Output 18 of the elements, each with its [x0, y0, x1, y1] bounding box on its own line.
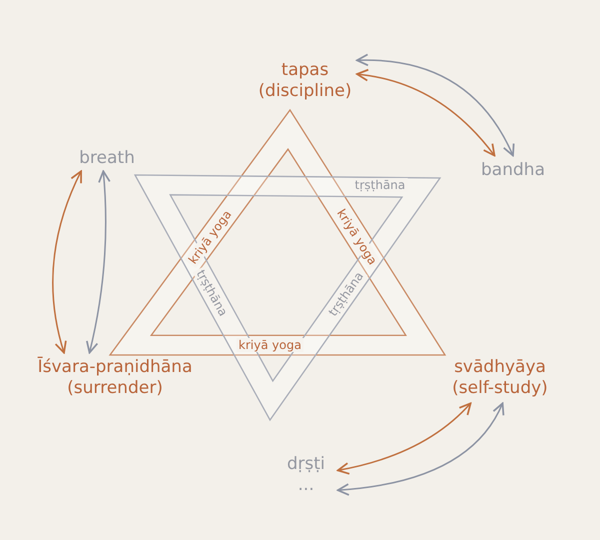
node-label: svādhyāya — [454, 357, 546, 378]
node-label: bandha — [481, 160, 545, 180]
node-label: Īśvara-praṇidhāna — [38, 357, 192, 378]
node-label: dṛṣṭi — [286, 454, 326, 475]
double-arrow — [336, 402, 472, 474]
double-arrow — [86, 170, 110, 354]
node-note: (surrender) — [67, 378, 163, 399]
node-note: (discipline) — [258, 81, 352, 102]
double-arrow — [356, 69, 496, 156]
band-label: kriyā yoga — [236, 338, 304, 352]
band-label: tṛṣṭhāna — [352, 178, 408, 192]
double-arrow — [336, 402, 504, 496]
node-note: ... — [298, 475, 314, 496]
node-label: breath — [79, 148, 135, 168]
double-arrow — [356, 54, 514, 156]
double-arrow — [52, 170, 82, 354]
node-note: (self-study) — [452, 378, 548, 399]
node-label: tapas — [281, 60, 329, 81]
